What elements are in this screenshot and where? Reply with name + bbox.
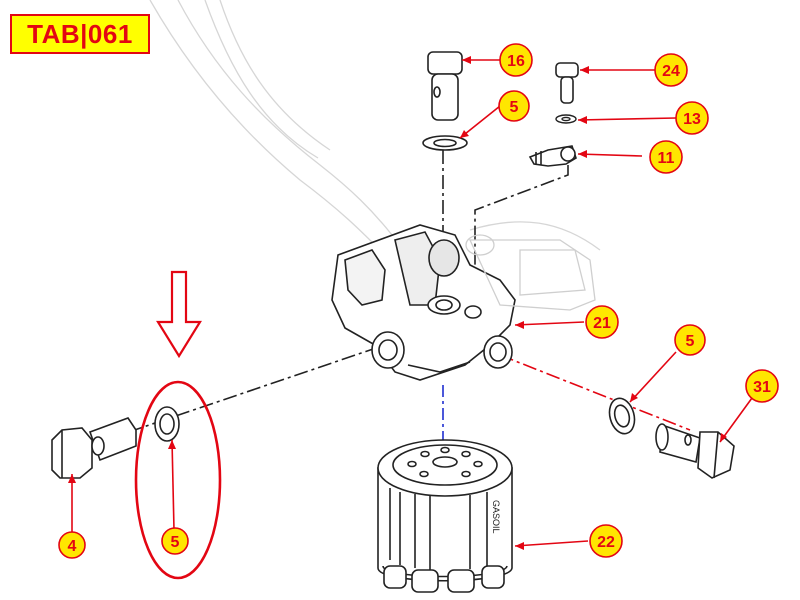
svg-text:5: 5 (686, 333, 695, 350)
highlight-ellipse (134, 380, 222, 580)
washer-part-5-right (608, 397, 636, 435)
washer-part-5-top (422, 135, 468, 151)
banjo-bolt-part-4 (51, 417, 137, 479)
callout-22: 22 (589, 524, 623, 558)
background-pipes (149, 0, 601, 251)
callout-13: 13 (675, 101, 709, 135)
banjo-bolt-part-31 (655, 423, 735, 479)
axis-banjo-right (499, 354, 691, 431)
leader-arrowheads (68, 56, 727, 550)
svg-text:5: 5 (510, 99, 519, 116)
callout-11: 11 (649, 140, 683, 174)
callout-16: 16 (499, 43, 533, 77)
callout-5-top: 5 (498, 90, 530, 122)
tab-code-label: TAB|061 (10, 14, 150, 54)
svg-text:16: 16 (507, 53, 525, 70)
callout-31: 31 (745, 369, 779, 403)
svg-text:4: 4 (68, 538, 77, 555)
svg-text:11: 11 (658, 150, 675, 167)
callout-24: 24 (654, 53, 688, 87)
washer-part-13 (555, 114, 577, 124)
axis-banjo-left (104, 344, 386, 441)
svg-text:5: 5 (171, 534, 180, 551)
callouts: 16 24 5 13 11 21 5 31 (58, 43, 779, 559)
svg-text:13: 13 (683, 111, 701, 128)
svg-text:21: 21 (593, 315, 611, 332)
callout-4: 4 (58, 531, 86, 559)
svg-text:22: 22 (597, 534, 615, 551)
callout-5-right: 5 (674, 324, 706, 356)
filter-head-part-21 (331, 224, 516, 381)
svg-text:24: 24 (662, 63, 680, 80)
washer-part-5-left (154, 406, 180, 442)
background-pump (465, 234, 596, 311)
oil-filter-part-22: GASOIL (377, 439, 513, 593)
highlight-arrow (156, 270, 202, 359)
screw-part-24 (555, 62, 579, 104)
fitting-part-11 (528, 145, 577, 167)
callout-5-left: 5 (161, 527, 189, 555)
callout-21: 21 (585, 305, 619, 339)
filter-brand-text: GASOIL (491, 500, 501, 534)
axis-fitting-11 (474, 165, 569, 305)
leader-lines (71, 59, 753, 547)
bolt-part-16 (427, 51, 463, 121)
svg-text:31: 31 (753, 379, 771, 396)
